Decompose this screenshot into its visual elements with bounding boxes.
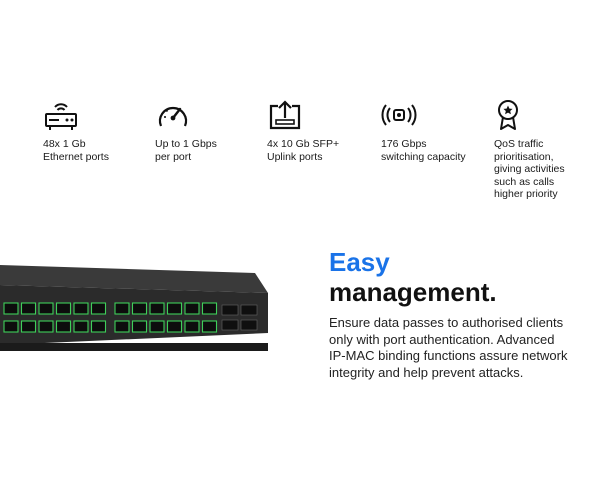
feature-label: 176 Gbps switching capacity — [381, 138, 466, 163]
ethernet-port — [114, 320, 130, 333]
feature-label: Up to 1 Gbps per port — [155, 138, 217, 163]
ethernet-port — [114, 302, 130, 315]
ethernet-port — [90, 302, 107, 315]
award-badge-icon — [498, 100, 518, 130]
feature-row: 48x 1 Gb Ethernet ports Up to 1 Gbps per… — [0, 0, 600, 220]
ethernet-port — [166, 320, 183, 333]
ethernet-port — [20, 320, 37, 333]
speedometer-icon — [158, 106, 188, 127]
ethernet-port — [55, 302, 72, 315]
ethernet-port — [184, 302, 200, 315]
upload-tray-icon — [269, 100, 301, 130]
feature-label: 48x 1 Gb Ethernet ports — [43, 138, 109, 163]
ethernet-port — [55, 320, 72, 333]
ethernet-port-group — [3, 302, 218, 333]
network-switch-image — [0, 265, 268, 351]
section-description: Ensure data passes to authorised clients… — [329, 315, 568, 380]
ethernet-port — [38, 320, 54, 333]
ethernet-port — [38, 302, 54, 315]
feature-port-speed: Up to 1 Gbps per port — [155, 98, 265, 163]
ethernet-port — [184, 320, 200, 333]
ethernet-port — [131, 320, 148, 333]
broadcast-icon — [381, 104, 417, 126]
ethernet-port — [149, 302, 165, 315]
sfp-port-group — [221, 304, 258, 331]
heading-accent: Easy — [329, 247, 390, 277]
feature-sfp-uplink: 4x 10 Gb SFP+ Uplink ports — [267, 98, 377, 163]
ethernet-port — [166, 302, 183, 315]
feature-ethernet-ports: 48x 1 Gb Ethernet ports — [43, 98, 153, 163]
ethernet-port — [3, 302, 19, 315]
ethernet-port — [20, 302, 37, 315]
feature-label: 4x 10 Gb SFP+ Uplink ports — [267, 138, 340, 163]
feature-label: QoS traffic prioritisation, giving activ… — [494, 138, 565, 200]
heading-main: management. — [329, 277, 497, 307]
ethernet-port — [201, 320, 218, 333]
ethernet-port — [201, 302, 218, 315]
ethernet-port — [73, 302, 89, 315]
ethernet-port — [149, 320, 165, 333]
ethernet-port — [90, 320, 107, 333]
ethernet-port — [73, 320, 89, 333]
ethernet-port — [3, 320, 19, 333]
ethernet-port — [131, 302, 148, 315]
section-heading: Easy management. — [329, 247, 497, 307]
router-icon — [45, 103, 77, 130]
feature-qos: QoS traffic prioritisation, giving activ… — [494, 98, 600, 201]
feature-switching-capacity: 176 Gbps switching capacity — [381, 98, 491, 163]
